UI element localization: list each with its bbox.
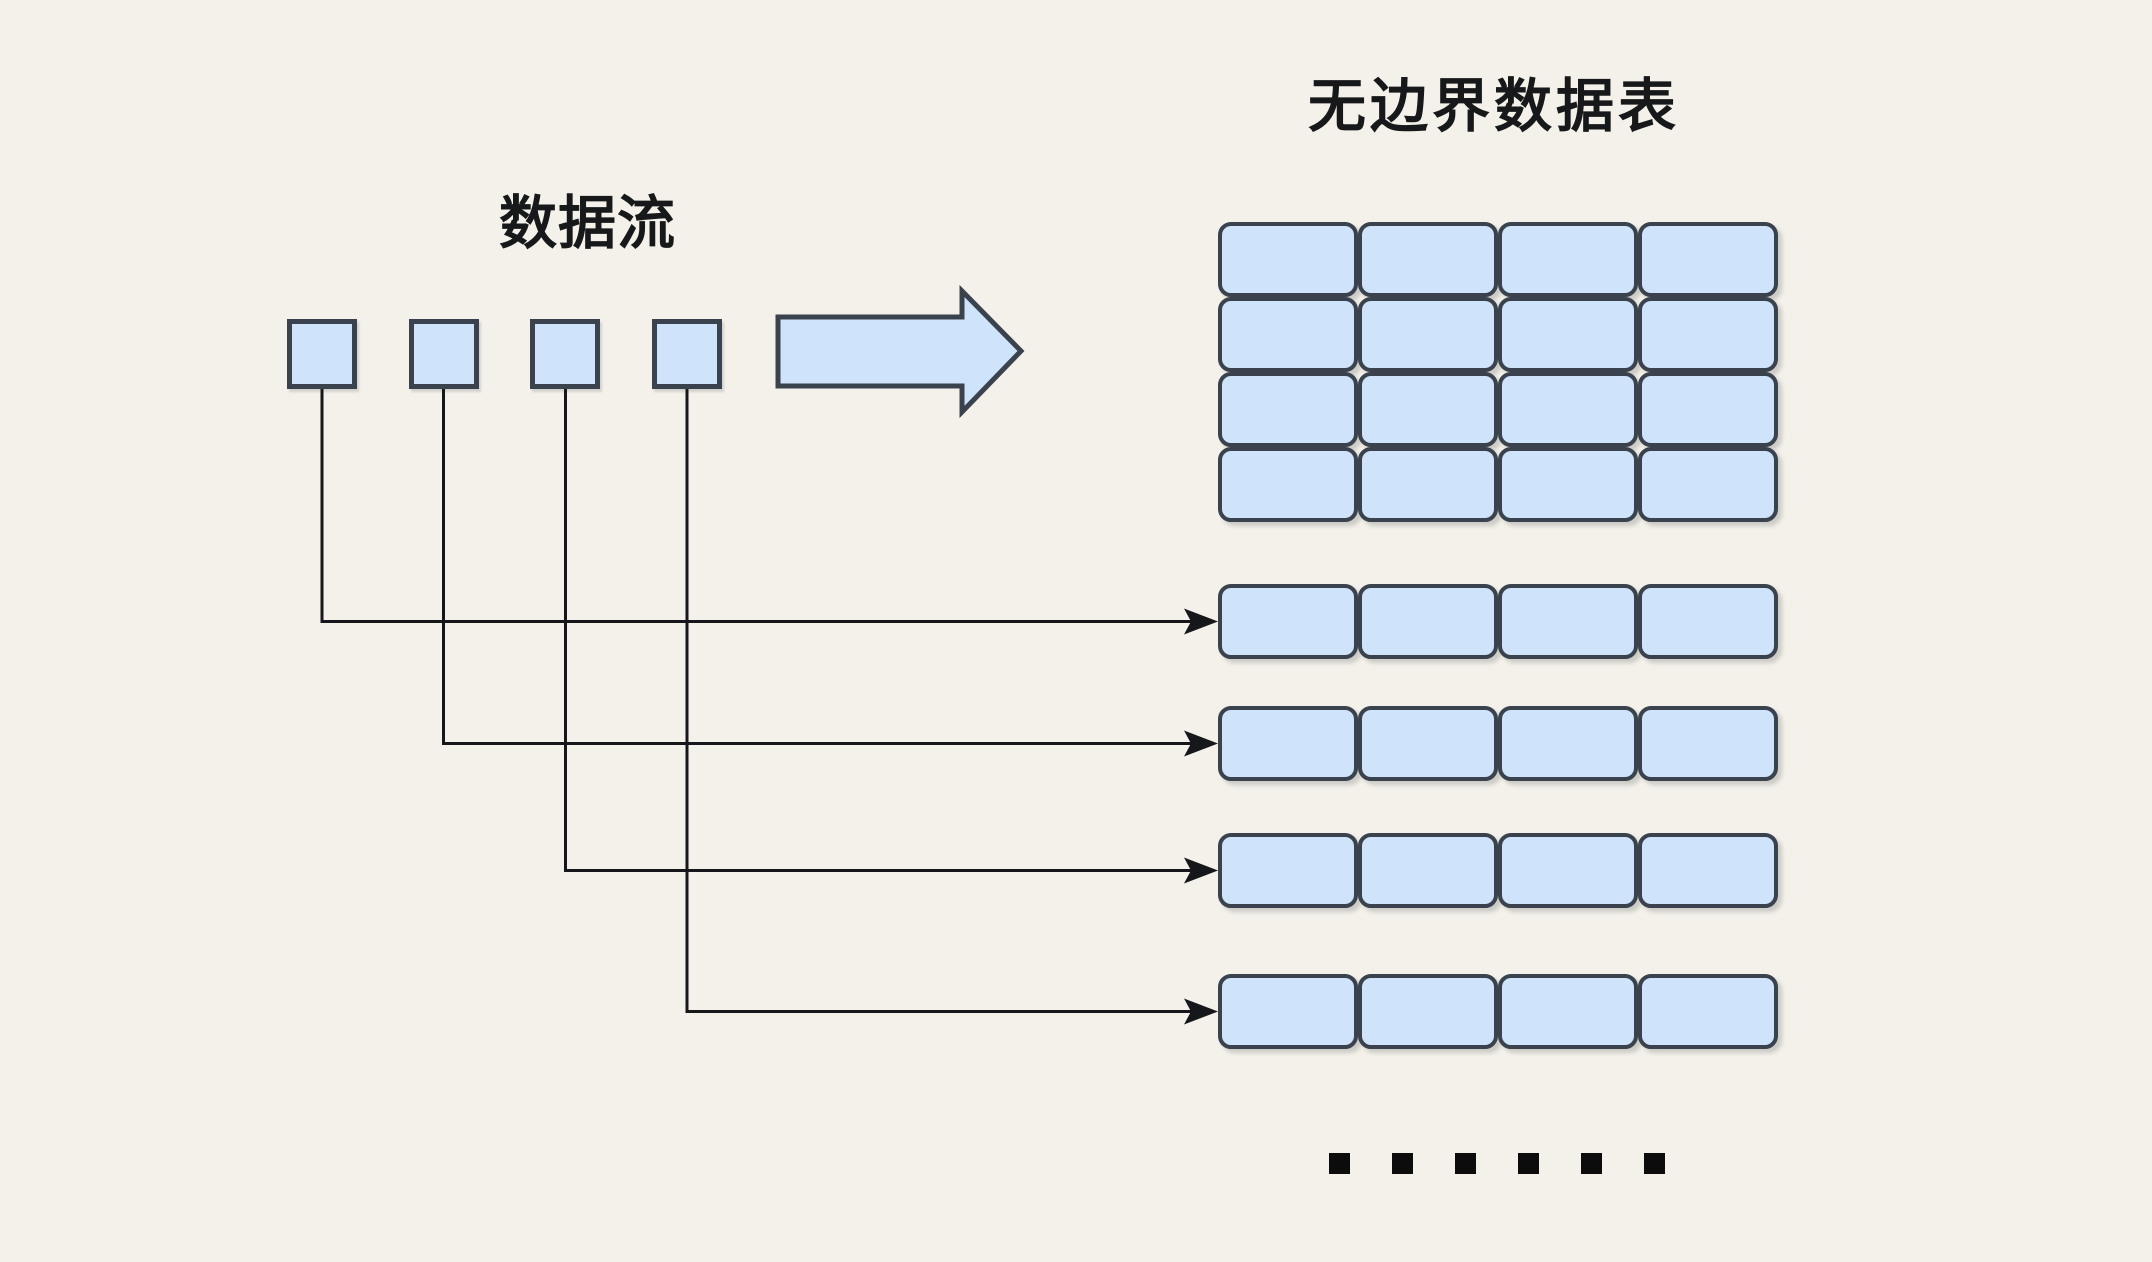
table-cell [1218, 584, 1358, 659]
partition-row [1218, 833, 1778, 908]
table-cell [1638, 372, 1778, 447]
ellipsis-dot [1581, 1153, 1602, 1174]
table-cell [1218, 447, 1358, 522]
unbounded-table-grid [1218, 222, 1778, 522]
right-arrowhead-icon [1184, 730, 1218, 757]
table-cell [1358, 974, 1498, 1049]
ellipsis-dot [1329, 1153, 1350, 1174]
table-cell [1638, 974, 1778, 1049]
ellipsis-dot [1518, 1153, 1539, 1174]
stream-item [651, 319, 722, 389]
table-title: 无边界数据表 [1308, 74, 1681, 139]
table-cell [1498, 447, 1638, 522]
table-cell [1218, 706, 1358, 781]
table-cell [1358, 297, 1498, 372]
table-cell [1638, 297, 1778, 372]
table-cell [1358, 833, 1498, 908]
table-cell [1498, 706, 1638, 781]
right-arrowhead-icon [1184, 998, 1218, 1025]
stream-squares [287, 319, 722, 389]
connector-line [685, 389, 1198, 1013]
stream-item [408, 319, 479, 389]
table-cell [1498, 584, 1638, 659]
table-cell [1358, 584, 1498, 659]
table-cell [1638, 447, 1778, 522]
stream-title: 数据流 [499, 191, 677, 256]
ellipsis-dot [1644, 1153, 1665, 1174]
table-cell [1498, 297, 1638, 372]
table-cell [1498, 974, 1638, 1049]
table-cell [1498, 372, 1638, 447]
right-arrowhead-icon [1184, 857, 1218, 884]
table-cell [1358, 447, 1498, 522]
table-cell [1638, 222, 1778, 297]
partition-row [1218, 974, 1778, 1049]
partition-row [1218, 584, 1778, 659]
table-cell [1218, 222, 1358, 297]
partition-row [1218, 706, 1778, 781]
table-cell [1638, 706, 1778, 781]
flow-arrow-icon [775, 284, 1025, 419]
connector-line [442, 389, 1198, 745]
connector-line [564, 389, 1198, 872]
table-cell [1358, 222, 1498, 297]
table-cell [1498, 833, 1638, 908]
table-cell [1218, 297, 1358, 372]
connector-line [320, 389, 1198, 623]
ellipsis-dots [1329, 1153, 1665, 1174]
stream-item [287, 319, 357, 389]
table-cell [1638, 833, 1778, 908]
table-cell [1218, 974, 1358, 1049]
stream-to-row-connectors [320, 389, 1218, 1025]
ellipsis-dot [1455, 1153, 1476, 1174]
table-cell [1498, 222, 1638, 297]
table-cell [1358, 706, 1498, 781]
table-cell [1218, 833, 1358, 908]
right-arrowhead-icon [1184, 608, 1218, 635]
stream-item [530, 319, 601, 389]
table-cell [1218, 372, 1358, 447]
table-cell [1638, 584, 1778, 659]
ellipsis-dot [1392, 1153, 1413, 1174]
table-cell [1358, 372, 1498, 447]
